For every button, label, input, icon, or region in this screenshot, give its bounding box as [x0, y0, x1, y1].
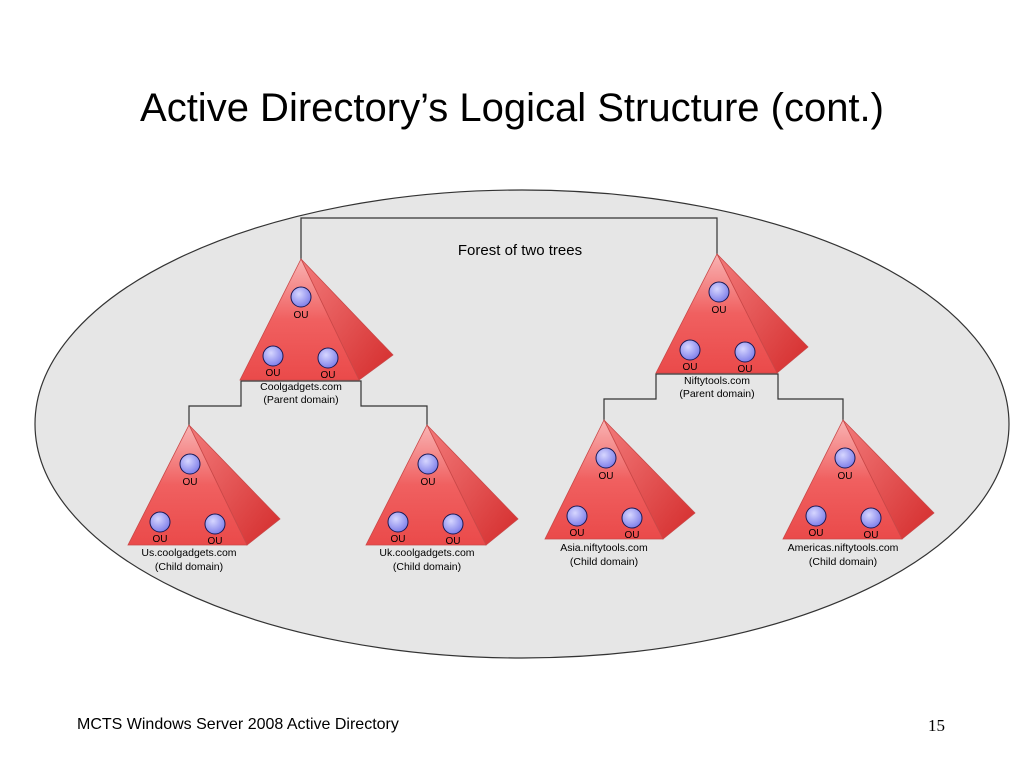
ou-label: OU [570, 528, 585, 539]
domain-role: (Child domain) [570, 556, 638, 568]
ou-label: OU [864, 530, 879, 541]
ou-icon [860, 507, 882, 529]
tree2-child-connector [603, 373, 844, 422]
domain-niftytools: OU OU OU Niftytools.com (Parent domain) [655, 253, 809, 400]
domain-us-coolgadgets: OU OU OU Us.coolgadgets.com (Child domai… [127, 424, 281, 573]
tree1-child-connector [188, 380, 428, 428]
forest-boundary [34, 189, 1010, 659]
ou-icon [621, 507, 643, 529]
ou-icon [734, 341, 756, 363]
ou-label: OU [294, 310, 309, 321]
ou-icon [387, 511, 409, 533]
ou-icon [566, 505, 588, 527]
domain-name: Uk.coolgadgets.com [379, 547, 474, 559]
ou-icon [442, 513, 464, 535]
domain-name: Niftytools.com [684, 375, 750, 387]
ou-icon [179, 453, 201, 475]
forest-label: Forest of two trees [458, 242, 582, 259]
domain-role: (Child domain) [393, 561, 461, 573]
ou-label: OU [391, 534, 406, 545]
ou-icon [708, 281, 730, 303]
ou-label: OU [321, 370, 336, 381]
domain-role: (Parent domain) [679, 388, 754, 400]
ou-label: OU [421, 477, 436, 488]
ou-label: OU [625, 530, 640, 541]
ou-label: OU [446, 536, 461, 547]
ou-icon [679, 339, 701, 361]
ou-icon [834, 447, 856, 469]
ou-icon [805, 505, 827, 527]
domain-coolgadgets: OU OU OU Coolgadgets.com (Parent domain) [239, 258, 394, 406]
domain-americas-niftytools: OU OU OU Americas.niftytools.com (Child … [782, 419, 935, 568]
ou-label: OU [738, 364, 753, 375]
ou-icon [262, 345, 284, 367]
ou-label: OU [153, 534, 168, 545]
ou-label: OU [809, 528, 824, 539]
connector-lines [188, 217, 844, 428]
slide-title: Active Directory’s Logical Structure (co… [140, 86, 884, 130]
domain-name: Americas.niftytools.com [788, 542, 899, 554]
ou-icon [149, 511, 171, 533]
domain-asia-niftytools: OU OU OU Asia.niftytools.com (Child doma… [544, 419, 696, 568]
ou-label: OU [266, 368, 281, 379]
ou-label: OU [712, 305, 727, 316]
ou-label: OU [838, 471, 853, 482]
domain-role: (Parent domain) [263, 394, 338, 406]
ou-icon [417, 453, 439, 475]
domain-name: Asia.niftytools.com [560, 542, 648, 554]
ou-label: OU [599, 471, 614, 482]
domain-name: Us.coolgadgets.com [141, 547, 236, 559]
forest-root-connector [300, 217, 718, 262]
domain-uk-coolgadgets: OU OU OU Uk.coolgadgets.com (Child domai… [365, 424, 519, 573]
ou-label: OU [183, 477, 198, 488]
page-number: 15 [928, 716, 945, 735]
ou-icon [317, 347, 339, 369]
domain-name: Coolgadgets.com [260, 381, 342, 393]
domain-role: (Child domain) [809, 556, 877, 568]
ou-icon [595, 447, 617, 469]
ou-icon [204, 513, 226, 535]
ou-icon [290, 286, 312, 308]
domain-role: (Child domain) [155, 561, 223, 573]
ou-label: OU [683, 362, 698, 373]
ou-label: OU [208, 536, 223, 547]
footer-text: MCTS Windows Server 2008 Active Director… [77, 716, 399, 733]
